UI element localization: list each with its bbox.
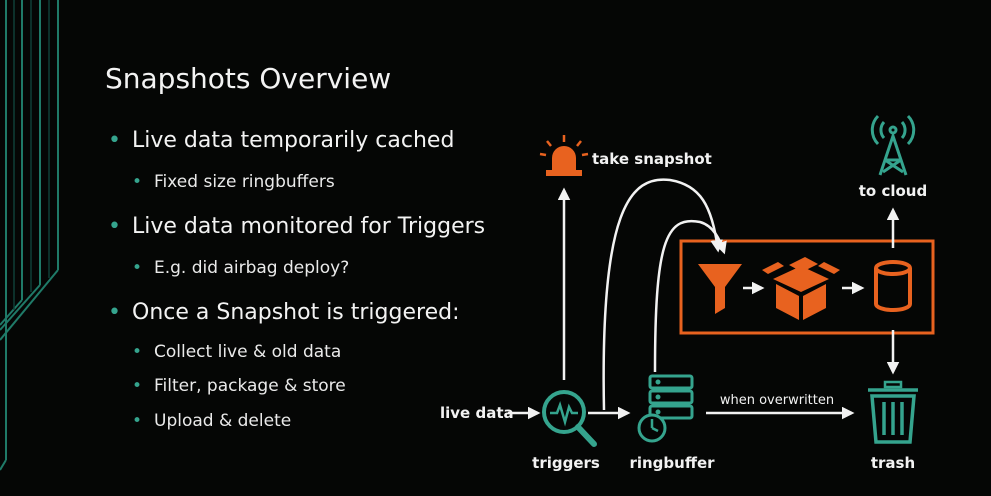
label-when-overwritten: when overwritten bbox=[720, 393, 834, 408]
ringbuffer-server-icon bbox=[637, 374, 694, 443]
bullet-1-text: Live data temporarily cached bbox=[132, 128, 455, 153]
sub-bullet-1-1-text: Fixed size ringbuffers bbox=[154, 172, 335, 192]
sub-bullet-2-1-text: E.g. did airbag deploy? bbox=[154, 258, 350, 278]
arrow-live-to-filter bbox=[602, 178, 723, 411]
sub-bullet-3-1-text: Collect live & old data bbox=[154, 342, 342, 362]
bullet-2-text: Live data monitored for Triggers bbox=[132, 214, 486, 239]
label-ringbuffer: ringbuffer bbox=[629, 454, 715, 472]
cell-tower-icon bbox=[870, 114, 916, 176]
sub-bullet-3-1: • Collect live & old data bbox=[132, 342, 341, 362]
bullet-dot: • bbox=[132, 258, 143, 278]
bullet-3-text: Once a Snapshot is triggered: bbox=[132, 300, 460, 325]
bullet-dot: • bbox=[132, 376, 143, 396]
trigger-magnifier-icon bbox=[542, 390, 597, 447]
funnel-icon bbox=[698, 264, 742, 314]
bullet-dot: • bbox=[108, 214, 121, 239]
label-trash: trash bbox=[871, 454, 915, 472]
trash-icon bbox=[868, 380, 918, 444]
sub-bullet-1-1: • Fixed size ringbuffers bbox=[132, 172, 335, 192]
sub-bullet-3-2: • Filter, package & store bbox=[132, 376, 346, 396]
label-live-data: live data bbox=[440, 404, 514, 422]
bullet-dot: • bbox=[132, 172, 143, 192]
bullet-dot: • bbox=[108, 128, 121, 153]
bullet-dot: • bbox=[132, 342, 143, 362]
bullet-2: • Live data monitored for Triggers bbox=[108, 214, 485, 239]
database-cylinder-icon bbox=[874, 260, 912, 312]
boxes-icon bbox=[762, 257, 840, 320]
sub-bullet-2-1: • E.g. did airbag deploy? bbox=[132, 258, 349, 278]
sub-bullet-3-3-text: Upload & delete bbox=[154, 411, 292, 431]
label-take-snapshot: take snapshot bbox=[592, 150, 712, 168]
label-to-cloud: to cloud bbox=[859, 182, 927, 200]
sub-bullet-3-3: • Upload & delete bbox=[132, 411, 291, 431]
arrow-ringbuffer-to-filter bbox=[653, 219, 727, 373]
slide-title: Snapshots Overview bbox=[105, 62, 392, 95]
bullet-dot: • bbox=[132, 411, 143, 431]
flow-arrows bbox=[508, 178, 900, 420]
bullet-1: • Live data temporarily cached bbox=[108, 128, 454, 153]
bullet-3: • Once a Snapshot is triggered: bbox=[108, 300, 460, 325]
processing-box bbox=[679, 239, 935, 335]
siren-icon bbox=[539, 135, 589, 176]
label-triggers: triggers bbox=[532, 454, 600, 472]
sub-bullet-3-2-text: Filter, package & store bbox=[154, 376, 346, 396]
bullet-dot: • bbox=[108, 300, 121, 325]
